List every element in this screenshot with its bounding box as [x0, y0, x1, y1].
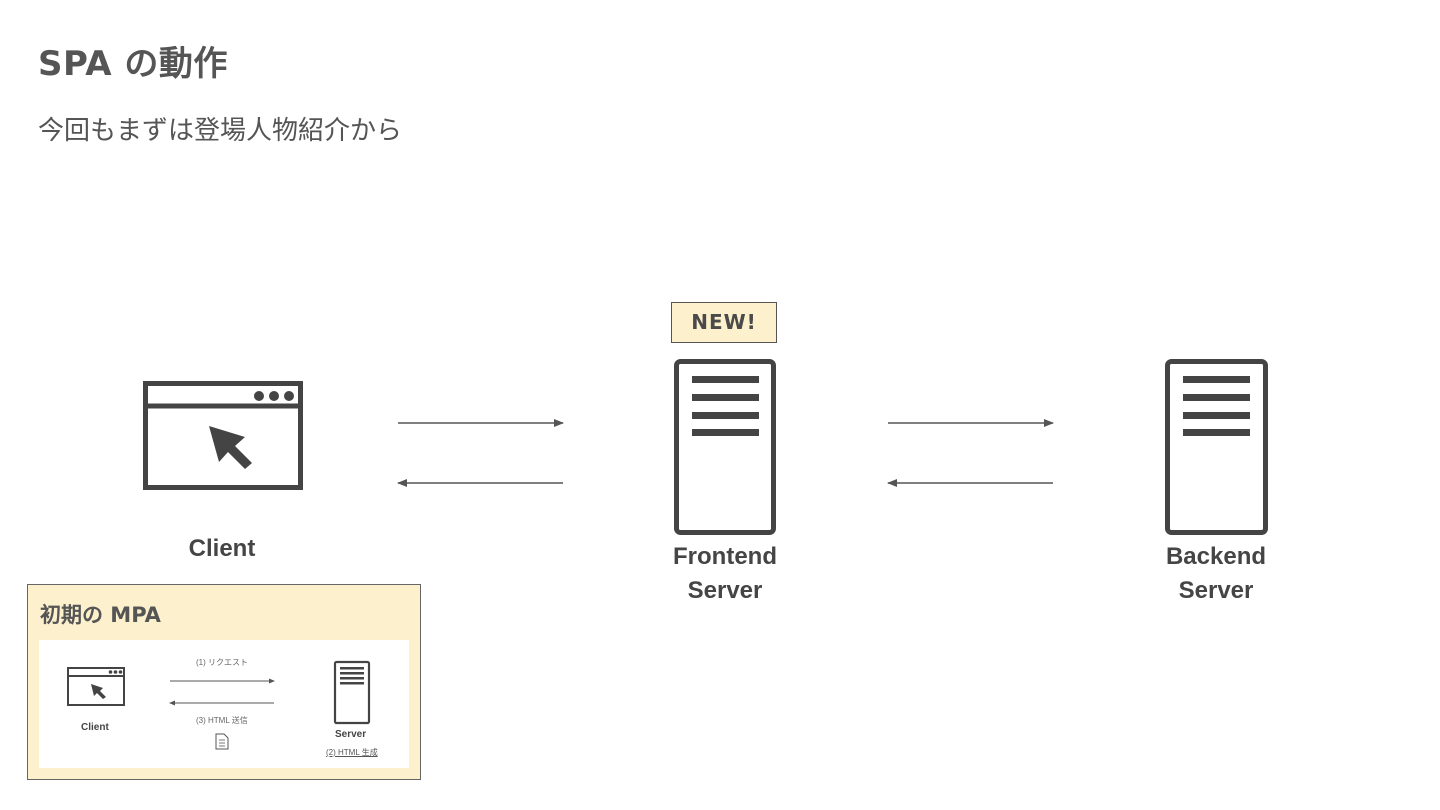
mpa-panel-title: 初期の MPA — [40, 603, 161, 627]
browser-window-cursor-icon — [143, 381, 303, 490]
mpa-panel: 初期の MPA — [27, 584, 421, 780]
mpa-step1-label: (1) リクエスト — [196, 658, 248, 667]
new-badge: NEW! — [671, 302, 777, 343]
mini-server-icon — [333, 660, 371, 725]
backend-server-icon — [1165, 359, 1268, 535]
slide-title: SPA の動作 — [38, 44, 228, 84]
mini-browser-window-cursor-icon — [67, 667, 125, 706]
backend-label-line1: Backend — [1165, 543, 1267, 570]
slide-subtitle: 今回もまずは登場人物紹介から — [38, 116, 403, 146]
frontend-label-line1: Frontend — [673, 543, 777, 570]
mpa-diagram: (1) リクエスト (3) HTML 送信 Client Server (2) … — [39, 640, 409, 768]
backend-label-line2: Server — [1178, 577, 1254, 604]
frontend-label-line2: Server — [687, 577, 763, 604]
mpa-diagram-graphics — [67, 660, 371, 750]
mpa-client-label: Client — [81, 722, 109, 733]
backend-server-label: Backend Server — [1126, 540, 1306, 608]
frontend-server-icon — [674, 359, 776, 535]
frontend-server-label: Frontend Server — [635, 540, 815, 608]
mpa-server-label: Server — [335, 729, 367, 740]
client-label: Client — [188, 535, 256, 562]
mpa-step2-label: (2) HTML 生成 — [326, 748, 378, 757]
document-icon — [215, 733, 229, 750]
mpa-step3-label: (3) HTML 送信 — [196, 716, 248, 725]
